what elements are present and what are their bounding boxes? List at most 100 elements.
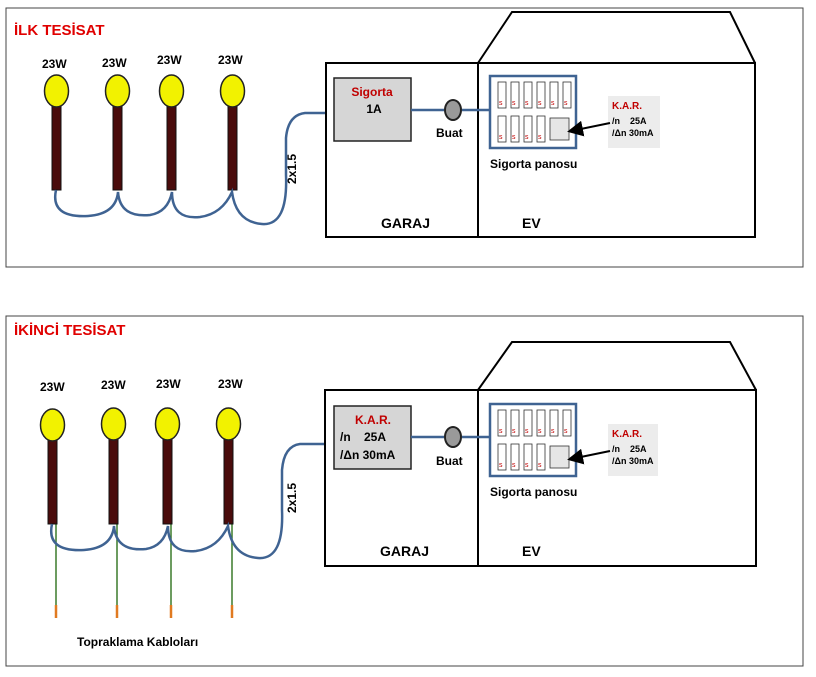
- svg-text:s: s: [538, 134, 542, 141]
- junction-label: Buat: [436, 454, 463, 468]
- lamp-pole: [223, 437, 234, 525]
- svg-text:s: s: [525, 134, 529, 141]
- lamp-wattage: 23W: [156, 377, 181, 391]
- lamp-wattage: 23W: [157, 53, 182, 67]
- lamp-wattage: 23W: [218, 377, 243, 391]
- lamp-3: 23W: [154, 377, 181, 525]
- panel-title: İLK TESİSAT: [14, 22, 105, 39]
- fuse-device: [333, 77, 412, 142]
- lamp-pole: [166, 103, 177, 191]
- device-title: K.A.R.: [355, 413, 391, 427]
- rcd-module: [549, 117, 570, 141]
- lamp-2: 23W: [100, 378, 127, 525]
- rcd-arrow: [567, 120, 611, 137]
- rcd-note-line-1: /n 25A: [612, 116, 647, 126]
- junction-label: Buat: [436, 126, 463, 140]
- cable-label: 2x1.5: [285, 154, 299, 184]
- rcd-note-box: [608, 96, 660, 148]
- lamp-bulb-icon: [104, 74, 131, 108]
- panel-title: İKİNCİ TESİSAT: [14, 322, 125, 339]
- svg-text:s: s: [499, 100, 503, 107]
- ground-label: Topraklama Kabloları: [77, 635, 198, 649]
- panel-first-installation: İLK TESİSAT 23W 23W 23W 23W 2x1.5: [5, 7, 804, 268]
- house-label: EV: [522, 543, 541, 559]
- lamp-pole: [108, 437, 119, 525]
- rcd-note-title: K.A.R.: [612, 101, 642, 112]
- lamp-pole: [112, 103, 123, 191]
- house-roof: [477, 11, 756, 64]
- house-outline: [477, 62, 756, 238]
- svg-text:s: s: [499, 134, 503, 141]
- breaker-panel: s s s s s s s s s s: [488, 74, 578, 150]
- lamp-bulb-icon: [154, 407, 181, 441]
- breaker-panel-label: Sigorta panosu: [490, 157, 577, 171]
- garage-label: GARAJ: [380, 543, 429, 559]
- house-label: EV: [522, 215, 541, 231]
- svg-text:s: s: [512, 134, 516, 141]
- rcd-note-title: K.A.R.: [612, 429, 642, 440]
- lamp-bulb-icon: [158, 74, 185, 108]
- rcd-note-line-2: /Δn 30mA: [612, 456, 654, 466]
- device-rating: 1A: [366, 102, 382, 116]
- svg-text:s: s: [499, 428, 503, 435]
- rcd-device: [333, 405, 412, 470]
- svg-text:s: s: [525, 428, 529, 435]
- svg-text:s: s: [538, 100, 542, 107]
- breaker-row-top: s s s s s s: [497, 81, 572, 109]
- ground-wires: [54, 524, 234, 618]
- lamp-pole: [47, 437, 58, 525]
- cable-label: 2x1.5: [285, 483, 299, 513]
- cable-line: [49, 442, 334, 560]
- svg-text:s: s: [564, 428, 568, 435]
- lamp-1: 23W: [42, 57, 70, 191]
- device-line-1: /n 25A: [340, 430, 386, 444]
- lamp-pole: [162, 437, 173, 525]
- svg-text:s: s: [551, 100, 555, 107]
- device-line-2: /Δn 30mA: [340, 448, 396, 462]
- svg-text:s: s: [551, 428, 555, 435]
- garage-label: GARAJ: [381, 215, 430, 231]
- svg-text:s: s: [512, 462, 516, 469]
- junction-box-icon: [444, 426, 462, 448]
- svg-text:s: s: [499, 462, 503, 469]
- breaker-row-bottom: s s s s: [497, 115, 570, 143]
- svg-text:s: s: [564, 100, 568, 107]
- rcd-module: [549, 445, 570, 469]
- lamp-bulb-icon: [219, 74, 246, 108]
- svg-text:s: s: [512, 100, 516, 107]
- lamp-bulb-icon: [215, 407, 242, 441]
- svg-text:s: s: [538, 428, 542, 435]
- cable-line: [53, 111, 335, 226]
- house-roof: [477, 341, 757, 391]
- rcd-note-box: [608, 424, 658, 476]
- rcd-arrow: [567, 448, 611, 465]
- lamp-wattage: 23W: [42, 57, 67, 71]
- lamp-wattage: 23W: [101, 378, 126, 392]
- lamp-pole: [51, 103, 62, 191]
- junction-box-icon: [444, 99, 462, 121]
- lamp-wattage: 23W: [218, 53, 243, 67]
- svg-text:s: s: [525, 100, 529, 107]
- lamp-bulb-icon: [100, 407, 127, 441]
- svg-text:s: s: [538, 462, 542, 469]
- breaker-row-bottom: s s s s: [497, 443, 570, 471]
- lamp-wattage: 23W: [102, 56, 127, 70]
- device-title: Sigorta: [351, 85, 393, 99]
- lamp-bulb-icon: [39, 408, 66, 442]
- breaker-panel: s s s s s s s s s s: [488, 402, 578, 478]
- rcd-note-line-1: /n 25A: [612, 444, 647, 454]
- lamp-1: 23W: [39, 380, 66, 525]
- lamp-4: 23W: [218, 53, 246, 191]
- panel-second-installation: İKİNCİ TESİSAT 23W 23W 23W: [5, 315, 804, 667]
- lamp-bulb-icon: [43, 74, 70, 108]
- lamp-3: 23W: [157, 53, 185, 191]
- lamp-wattage: 23W: [40, 380, 65, 394]
- svg-text:s: s: [512, 428, 516, 435]
- rcd-note-line-2: /Δn 30mA: [612, 128, 654, 138]
- lamp-2: 23W: [102, 56, 131, 191]
- svg-text:s: s: [525, 462, 529, 469]
- breaker-row-top: s s s s s s: [497, 409, 572, 437]
- breaker-panel-label: Sigorta panosu: [490, 485, 577, 499]
